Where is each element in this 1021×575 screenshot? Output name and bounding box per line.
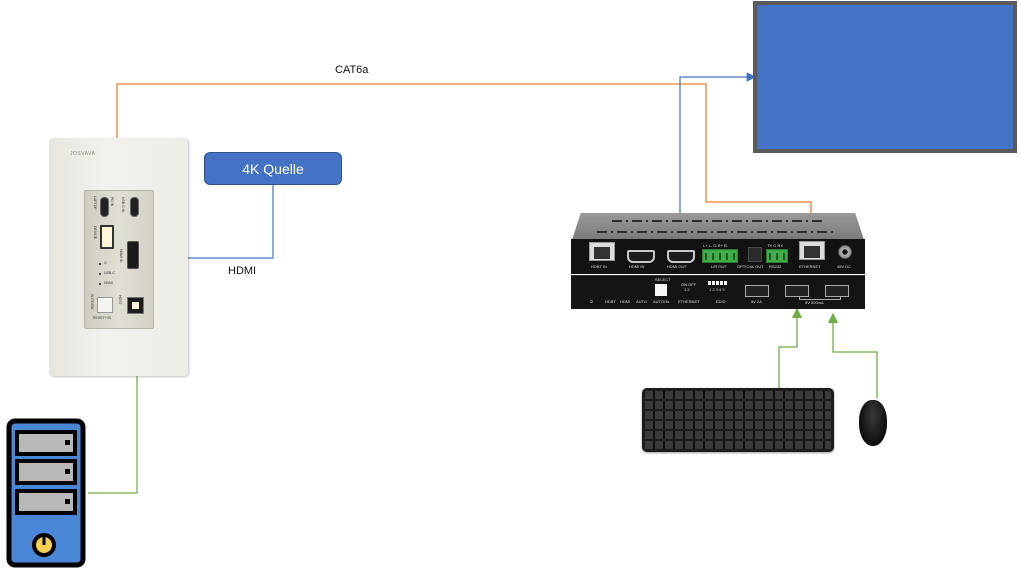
keyboard-keys	[645, 391, 831, 449]
cat6a-cable-line	[116, 83, 817, 242]
power-led	[99, 263, 101, 265]
wall-plate-insert: LAPTOP PD IN USB C IN DEVICE HDMI IN ⏻ U…	[84, 190, 154, 329]
lr-out-terminal	[702, 249, 738, 263]
hdmi-label: HDMI	[228, 265, 257, 277]
usb-keyboard-line	[778, 307, 803, 388]
usb-c-in-port	[130, 197, 139, 217]
select-button[interactable]	[655, 284, 667, 296]
usb-5v-500ma-port-1	[785, 285, 809, 297]
hdmi-in-label: HDMI IN	[629, 264, 645, 269]
usb-c-in-label: USB C IN	[121, 197, 125, 213]
rear-ethernet-label: ETHERNET	[678, 299, 700, 304]
hdmi-led-label: HDMI	[104, 281, 113, 285]
audio-pin-labels: L+ L- G R+ R-	[703, 243, 729, 248]
autosw-label: AUTOSW	[90, 294, 94, 310]
vent-row	[597, 231, 837, 233]
cat6a-label: CAT6a	[335, 64, 369, 76]
4k-source-box: 4K Quelle	[204, 152, 342, 185]
usb-b-host-port	[127, 297, 144, 314]
optical-out-label: OPTICAL OUT	[737, 264, 764, 269]
usb-c-led	[99, 273, 101, 275]
dip-numbers: 1 2 3 4 5	[709, 287, 725, 292]
ethernet-port-jack	[804, 246, 820, 258]
ethernet-label: ETHERNET	[799, 264, 821, 269]
rs232-label: RS232	[769, 264, 782, 269]
hdbt-in-port	[589, 242, 615, 261]
display-monitor	[753, 1, 1017, 153]
ethernet-port	[799, 241, 825, 260]
usb-5v-500ma-port-2	[825, 285, 849, 297]
hdbt-in-label: HDBT IN	[591, 264, 607, 269]
hdmi-led	[99, 283, 101, 285]
usb-b-host-port-inner	[132, 302, 139, 309]
autosw-button[interactable]	[97, 297, 113, 313]
lr-out-label: L/R OUT	[711, 264, 727, 269]
extender-front-panel: HDBT IN HDMI IN HDMI OUT L+ L- G R+ R- L…	[571, 239, 865, 274]
pd-in-label: PD IN	[110, 197, 114, 207]
usb-5v-2a-label: 5V 2A	[751, 299, 762, 304]
hdmi-out-port	[667, 250, 695, 263]
dc-power-jack	[838, 245, 852, 259]
extender-top-cover	[572, 213, 864, 240]
pc-tower-icon	[6, 418, 86, 568]
usb-mouse-line	[827, 312, 878, 398]
usb-pc-line	[88, 323, 138, 494]
rs232-pin-labels: TX G RX	[767, 243, 784, 248]
reset-label: RESET+3S	[93, 316, 111, 320]
hdmi-in-port	[627, 250, 655, 263]
hdbt-in-port-jack	[594, 247, 610, 259]
hdmi-display-line	[679, 72, 757, 258]
usb-5v-2a-port	[745, 285, 769, 297]
edid-label: EDID	[716, 299, 726, 304]
usb-a-device-port	[100, 225, 114, 249]
device-label: DEVICE	[93, 226, 97, 240]
rs232-terminal	[766, 249, 788, 263]
keyboard	[642, 388, 834, 452]
optical-out-port	[748, 247, 762, 262]
rear-hdbt-label: HDBT	[605, 299, 616, 304]
extender-rear-panel: ⏻ HDBT HDMI AUTO SELECT AUTO/3s ON OFF 1…	[571, 275, 865, 309]
rear-hdmi-label: HDMI	[620, 299, 631, 304]
dc-power-label: 48V DC	[837, 264, 852, 269]
usb-500ma-bracket	[799, 297, 841, 300]
power-led-label: ⏻	[104, 261, 107, 265]
edid-dip-switch[interactable]	[708, 281, 727, 285]
auto-3s-label: AUTO/3s	[653, 299, 670, 304]
vent-row	[612, 220, 822, 222]
hdmi-in-port	[127, 241, 139, 269]
laptop-label: LAPTOP	[93, 196, 97, 210]
usb-5v-500ma-label: 5V 500mA	[805, 300, 824, 305]
switch-numbers: 1 2	[684, 287, 690, 292]
rear-power-label: ⏻	[590, 299, 594, 304]
switch-on-off-label: ON OFF	[681, 282, 697, 287]
select-label: SELECT	[655, 277, 671, 282]
hdmi-out-label: HDMI OUT	[667, 264, 687, 269]
4k-source-label: 4K Quelle	[242, 160, 304, 177]
wall-plate-brand: JOSVAVA	[70, 151, 96, 157]
usb-c-laptop-port	[100, 197, 109, 217]
rear-auto-label: AUTO	[636, 299, 648, 304]
host-label: HOST	[118, 295, 122, 305]
hdmi-in-label: HDMI IN	[119, 249, 123, 263]
mouse	[859, 400, 887, 446]
usb-c-led-label: USB-C	[104, 271, 115, 275]
hdmi-source-line	[145, 183, 274, 263]
wall-plate-transmitter: JOSVAVA LAPTOP PD IN USB C IN DEVICE HDM…	[49, 138, 188, 376]
